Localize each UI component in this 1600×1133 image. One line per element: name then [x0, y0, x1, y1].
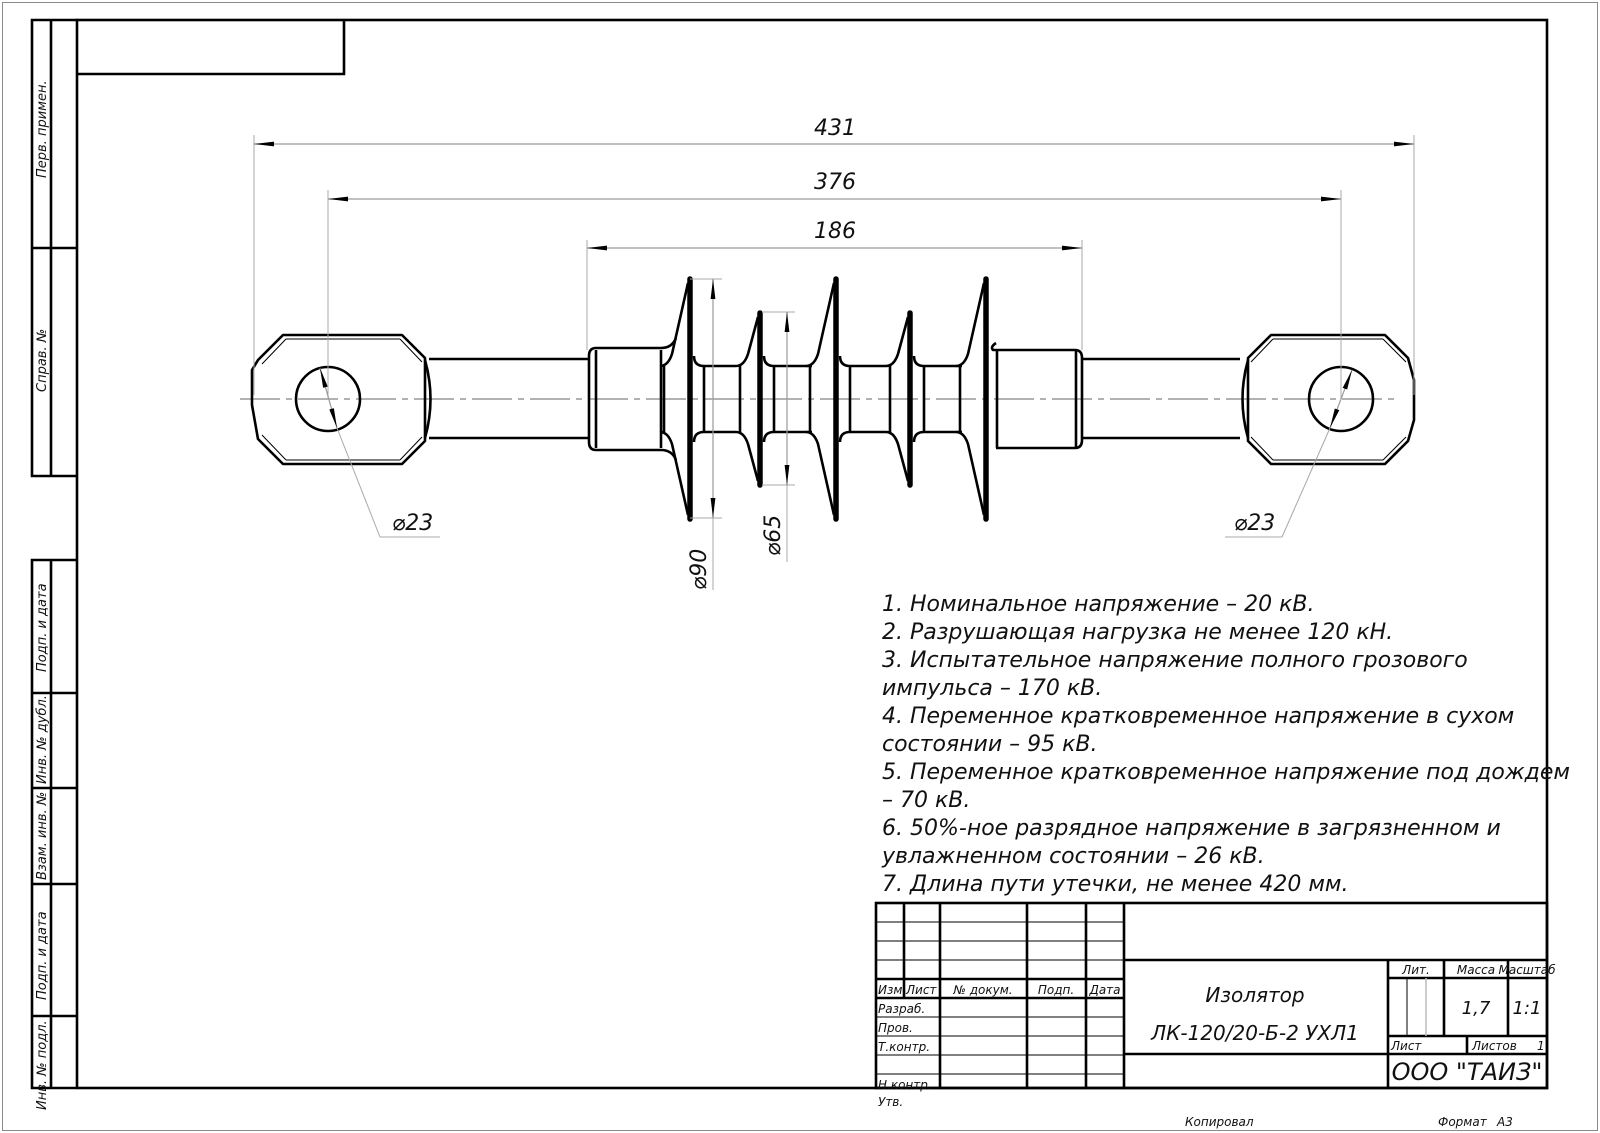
shed-small — [735, 310, 763, 488]
role-t-kontr: Т.контр. — [878, 1040, 930, 1054]
note-line: увлажненном состоянии – 26 кВ. — [881, 844, 1265, 869]
role-razrab: Разраб. — [878, 1002, 925, 1016]
note-line: 4. Переменное кратковременное напряжение… — [882, 704, 1514, 729]
dimension-dia-90-label: ⌀90 — [687, 549, 712, 590]
massa-value: 1,7 — [1462, 998, 1491, 1019]
label-inv-no-dubl: Инв. № дубл. — [35, 695, 50, 784]
organization-name: ООО "ТАИЗ" — [1392, 1058, 1543, 1086]
note-line: 2. Разрушающая нагрузка не менее 120 кН. — [882, 620, 1393, 645]
footer-format-value: А3 — [1496, 1115, 1513, 1129]
header-izm: Изм. — [878, 983, 906, 997]
note-line: 1. Номинальное напряжение – 20 кВ. — [882, 592, 1315, 617]
dimension-dia-23-right: ⌀23 — [1225, 369, 1353, 538]
label-masshtab: Масштаб — [1498, 963, 1556, 977]
dimension-186-label: 186 — [814, 219, 856, 244]
dimension-dia-90: ⌀90 — [687, 278, 722, 590]
core-segment — [838, 355, 886, 443]
side-strip-lower: Подп. и дата Инв. № дубл. Взам. инв. № П… — [30, 558, 77, 1110]
label-podp-data-top: Подп. и дата — [35, 583, 50, 672]
dimension-186: 186 — [586, 219, 1083, 350]
label-listov: Листов — [1471, 1039, 1517, 1053]
side-strip-upper: Перв. примен. Справ. № — [30, 18, 77, 478]
note-line: 5. Переменное кратковременное напряжение… — [882, 760, 1570, 785]
technical-notes: 1. Номинальное напряжение – 20 кВ. 2. Ра… — [881, 592, 1570, 897]
label-lit: Лит. — [1401, 963, 1430, 977]
shed-large — [659, 276, 693, 522]
core-segment — [762, 355, 812, 443]
masshtab-value: 1:1 — [1513, 998, 1542, 1019]
dimension-dia-65-label: ⌀65 — [761, 515, 786, 556]
drawing-title-name: Изолятор — [1205, 983, 1304, 1007]
revision-grid — [876, 903, 1126, 1088]
dimension-dia-65: ⌀65 — [761, 311, 795, 562]
dimension-376-label: 376 — [814, 170, 856, 195]
note-line: импульса – 170 кВ. — [882, 676, 1102, 701]
label-podp-data-bottom: Подп. и дата — [35, 911, 50, 1000]
header-list: Лист — [905, 983, 937, 997]
note-line: – 70 кВ. — [882, 788, 970, 813]
note-line: 7. Длина пути утечки, не менее 420 мм. — [882, 872, 1349, 897]
listov-value: 1 — [1537, 1039, 1545, 1053]
note-line: 3. Испытательное напряжение полного гроз… — [882, 648, 1468, 673]
note-line: состоянии – 95 кВ. — [882, 732, 1098, 757]
label-list: Лист — [1390, 1039, 1422, 1053]
insulator-drawing: 431 376 186 ⌀90 ⌀6 — [240, 116, 1416, 590]
left-rod — [429, 357, 589, 440]
role-utv: Утв. — [878, 1095, 903, 1109]
footer-format-label: Формат — [1438, 1115, 1488, 1129]
header-data: Дата — [1088, 983, 1120, 997]
dimension-dia-23-left-label: ⌀23 — [392, 511, 433, 536]
dimension-dia-23-right-label: ⌀23 — [1234, 511, 1275, 536]
dimension-dia-23-left: ⌀23 — [319, 367, 440, 538]
header-no-dokum: № докум. — [952, 983, 1012, 997]
dimension-431: 431 — [253, 116, 1415, 395]
footer-kopiroval: Копировал — [1185, 1115, 1254, 1129]
role-prov: Пров. — [878, 1021, 913, 1035]
header-podp: Подп. — [1038, 983, 1074, 997]
label-sprav-no: Справ. № — [35, 329, 50, 392]
drawing-title-designation: ЛК-120/20-Б-2 УХЛ1 — [1150, 1021, 1359, 1045]
right-end-fitting — [990, 341, 1084, 450]
sheds — [659, 276, 989, 522]
dimension-376: 376 — [327, 170, 1342, 399]
core-segment — [692, 355, 736, 443]
note-line: 6. 50%-ное разрядное напряжение в загряз… — [882, 816, 1501, 841]
shed-small — [885, 310, 913, 488]
dimension-431-label: 431 — [814, 116, 856, 141]
label-vzam-inv-no: Взам. инв. № — [35, 792, 50, 880]
drawing-frame — [75, 18, 1549, 1090]
label-perv-primen: Перв. примен. — [35, 80, 50, 178]
label-inv-no-podl: Инв. № подл. — [35, 1020, 50, 1110]
label-massa: Масса — [1457, 963, 1495, 977]
role-n-kontr: Н.контр. — [878, 1078, 932, 1092]
right-rod — [1082, 357, 1240, 440]
designation-box — [77, 20, 346, 76]
title-block: Изм. Лист № докум. Подп. Дата Разраб. Пр… — [874, 901, 1556, 1109]
core-segment — [912, 355, 962, 443]
